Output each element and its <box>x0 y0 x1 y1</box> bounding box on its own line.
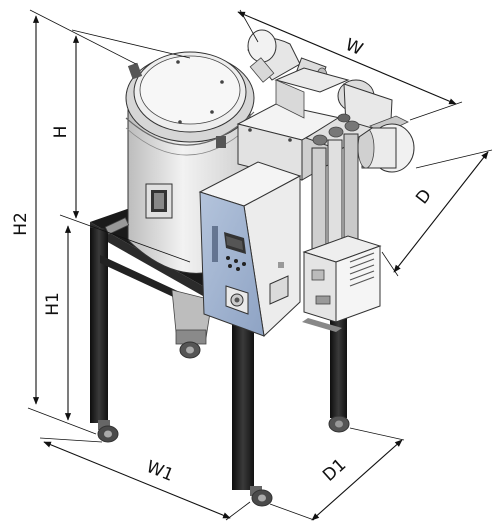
label-d1: D1 <box>319 455 350 486</box>
control-panel <box>212 226 246 271</box>
label-d: D <box>412 186 436 209</box>
filter-columns <box>304 113 374 259</box>
label-h1: H1 <box>43 292 63 316</box>
label-w: W <box>342 35 365 60</box>
vent-grille <box>349 252 375 287</box>
caster-front <box>250 486 273 507</box>
control-cabinet <box>198 161 302 338</box>
label-h: H <box>51 126 71 139</box>
label-w1: W1 <box>143 457 176 486</box>
caster-left <box>97 420 119 443</box>
hopper-discharge <box>171 289 213 359</box>
label-h2: H2 <box>11 212 31 236</box>
power-switch <box>225 285 249 315</box>
lower-unit <box>302 235 382 332</box>
dryer-machine <box>90 29 415 507</box>
